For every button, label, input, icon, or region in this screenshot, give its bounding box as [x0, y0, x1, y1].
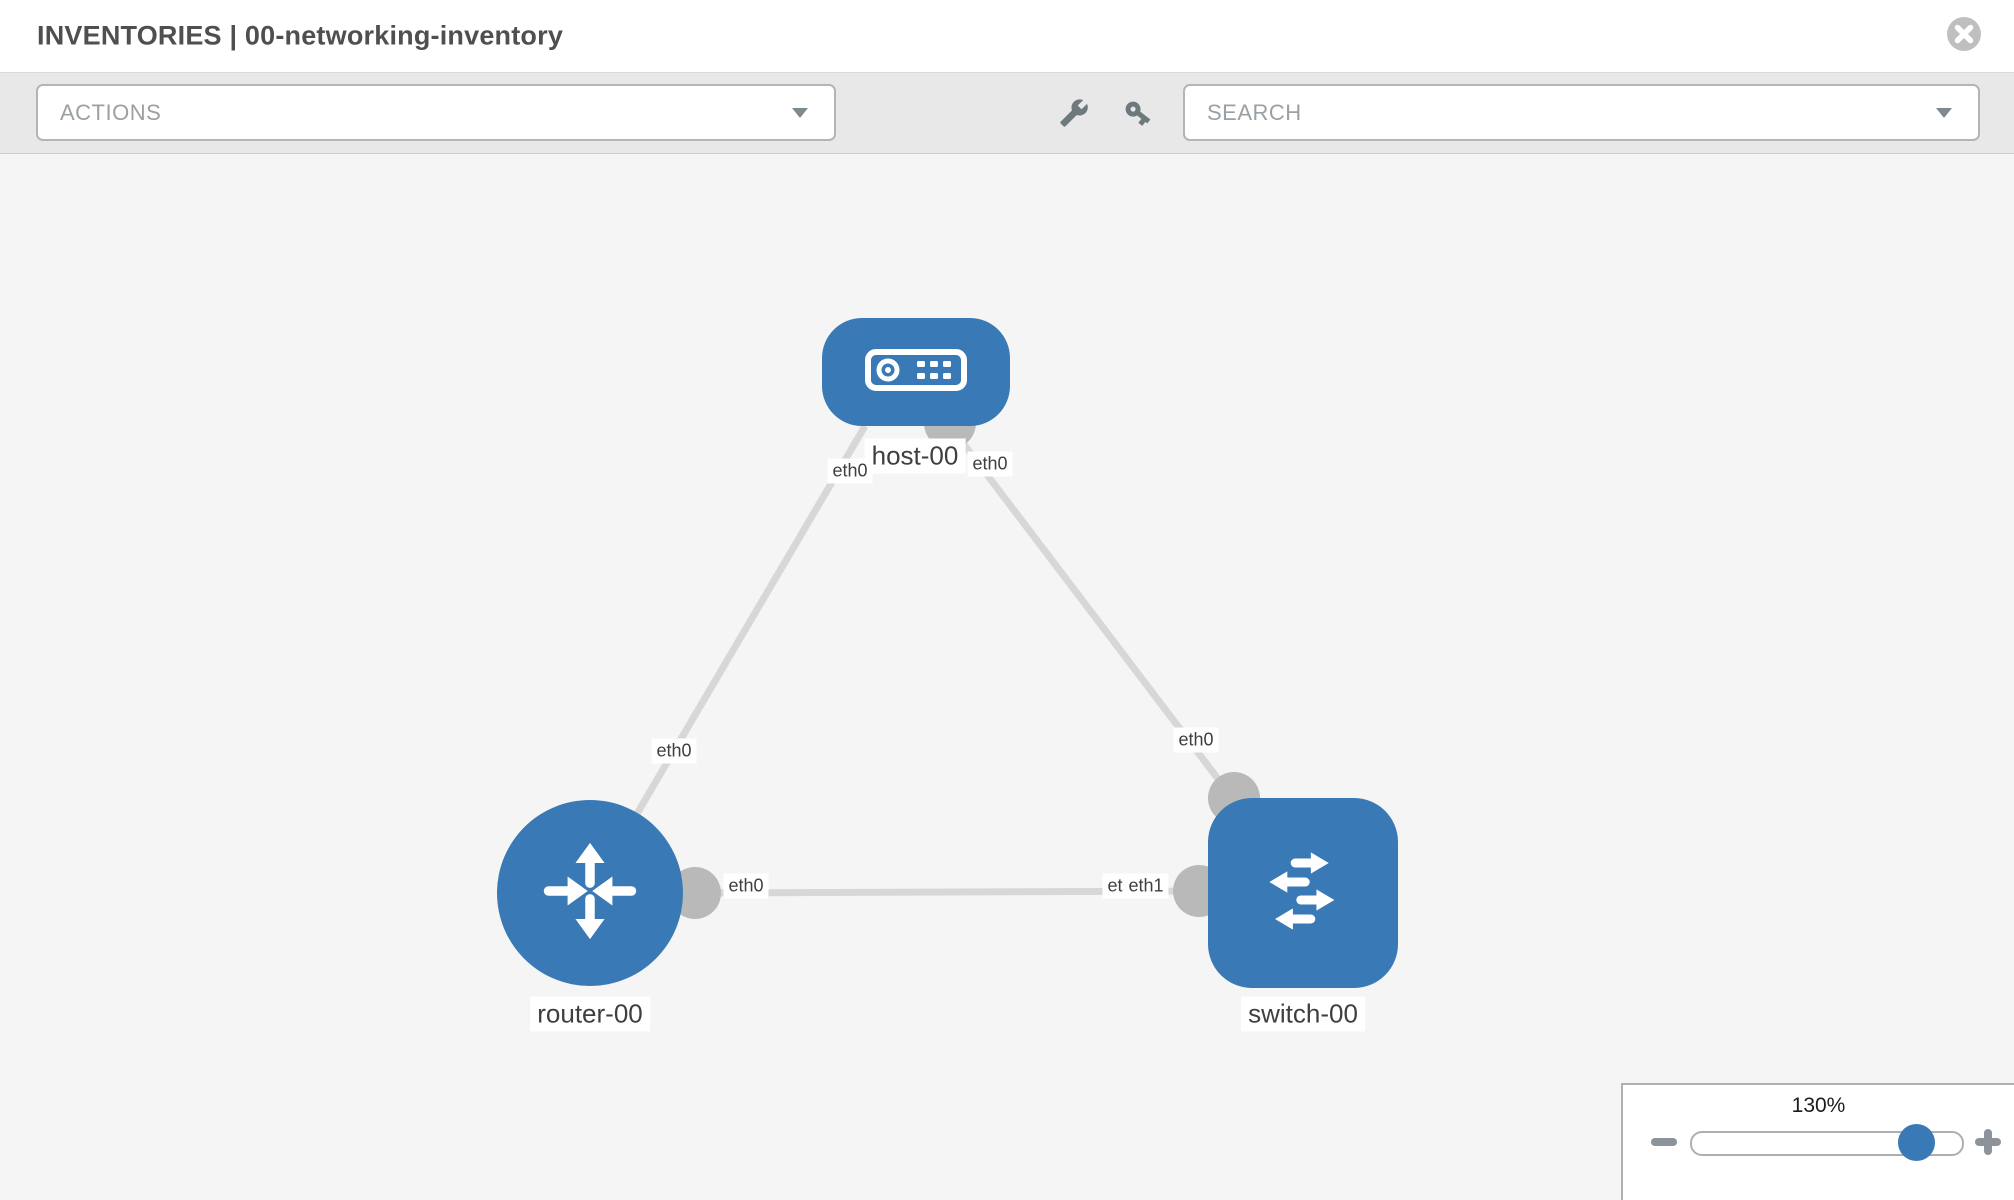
- minus-icon: [1651, 1138, 1677, 1146]
- server-icon: [864, 348, 968, 397]
- search-input-placeholder: SEARCH: [1207, 99, 1302, 125]
- topology-canvas[interactable]: host-00 router-00 switch-00 eth0 eth0 et…: [0, 154, 2014, 1200]
- interface-label-host-eth0-to-router: eth0: [827, 458, 873, 484]
- interface-label-router-eth0-to-host: eth0: [651, 738, 697, 764]
- interface-label-switch-eth1-to-router: eth1: [1123, 873, 1169, 899]
- actions-dropdown-label: ACTIONS: [60, 99, 162, 125]
- zoom-slider-handle[interactable]: [1898, 1124, 1935, 1161]
- toolbar: ACTIONS SEARCH: [0, 73, 2014, 154]
- zoom-out-button[interactable]: [1649, 1127, 1679, 1157]
- node-label-switch: switch-00: [1241, 996, 1365, 1032]
- actions-dropdown[interactable]: ACTIONS: [36, 84, 836, 141]
- node-router-00[interactable]: [497, 800, 683, 986]
- link-host-router: [614, 424, 869, 848]
- chevron-down-icon: [792, 107, 808, 118]
- node-label-host: host-00: [864, 438, 966, 474]
- node-label-router: router-00: [530, 996, 650, 1032]
- zoom-slider-track[interactable]: [1690, 1124, 1964, 1161]
- page-title: INVENTORIES | 00-networking-inventory: [37, 20, 564, 51]
- close-button[interactable]: [1946, 16, 1982, 52]
- router-arrows-icon: [534, 835, 646, 952]
- interface-label-host-eth0-to-switch: eth0: [967, 451, 1013, 477]
- switch-arrows-icon: [1247, 835, 1359, 952]
- header: INVENTORIES | 00-networking-inventory: [0, 0, 2014, 73]
- chevron-down-icon: [1936, 107, 1952, 118]
- key-icon[interactable]: [1122, 97, 1154, 129]
- wrench-icon[interactable]: [1058, 97, 1090, 129]
- interface-label-switch-eth0-to-host: eth0: [1173, 727, 1219, 753]
- zoom-level-value: 130%: [1791, 1094, 1846, 1117]
- zoom-panel: 130%: [1621, 1083, 2014, 1200]
- interface-label-router-eth0-to-switch: eth0: [723, 873, 769, 899]
- node-host-00[interactable]: [822, 318, 1010, 426]
- node-switch-00[interactable]: [1208, 798, 1398, 988]
- close-icon: [1946, 17, 1982, 55]
- zoom-in-button[interactable]: [1973, 1127, 2003, 1157]
- links-layer: [614, 397, 1260, 919]
- search-dropdown[interactable]: SEARCH: [1183, 84, 1980, 141]
